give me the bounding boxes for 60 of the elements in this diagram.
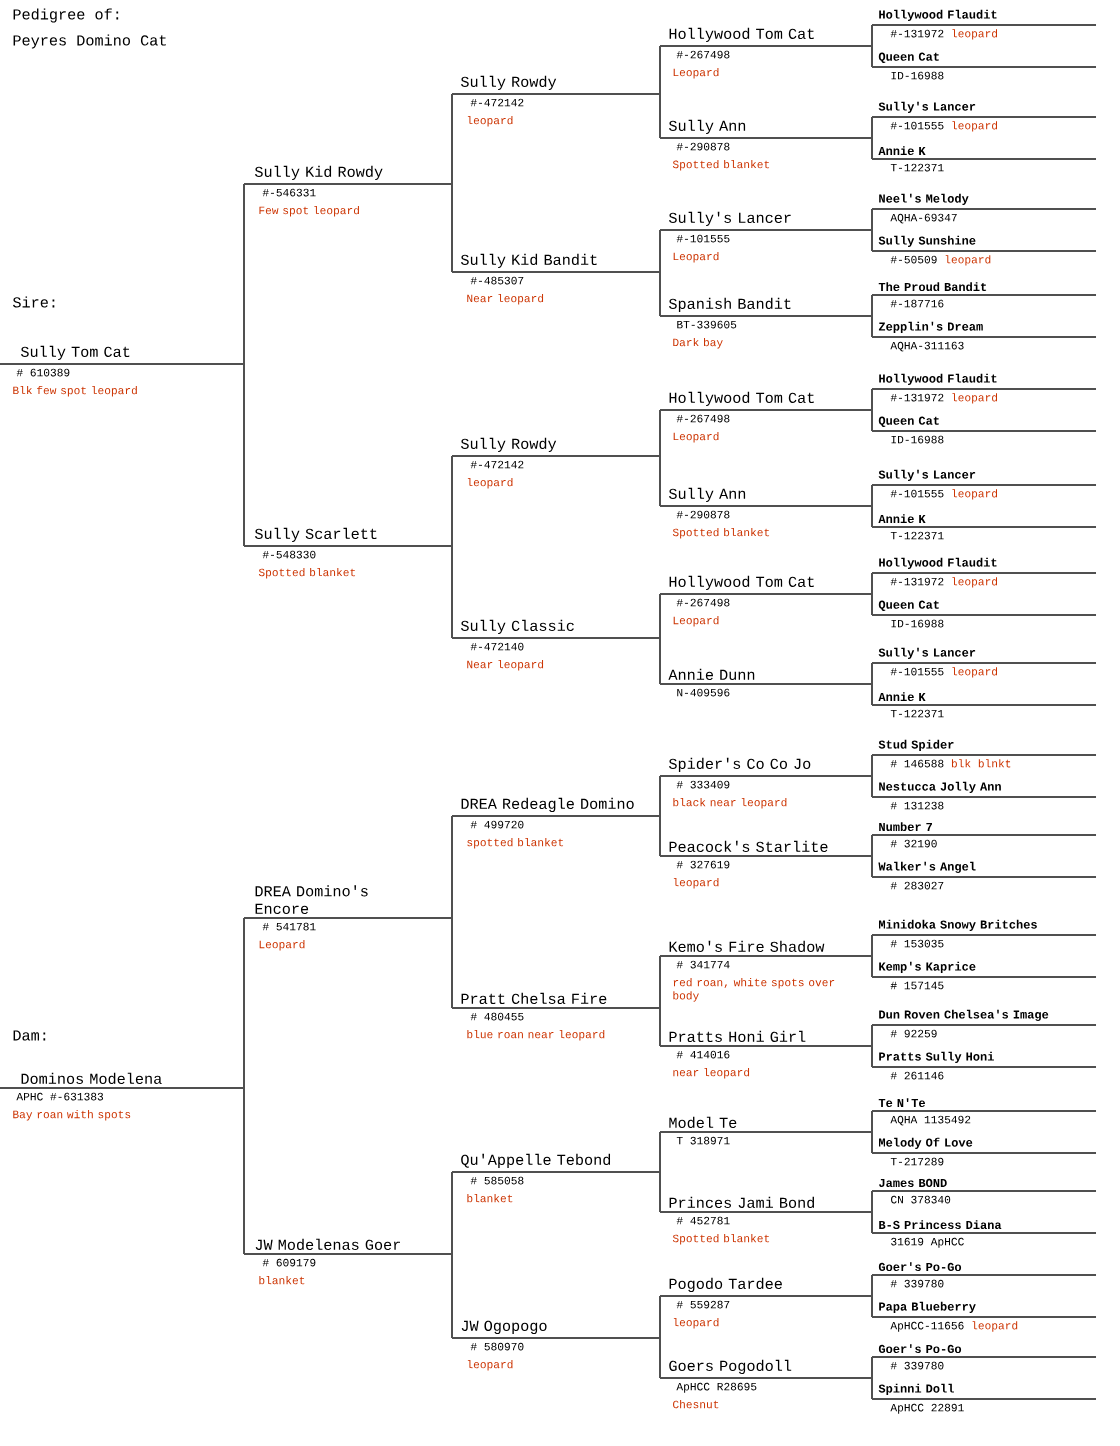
connector-line <box>871 208 873 231</box>
connector-line <box>871 229 873 252</box>
connector-line <box>871 116 873 139</box>
connector-line <box>659 955 661 1009</box>
connector-line <box>451 93 453 185</box>
connector-line <box>659 1131 661 1173</box>
connector-line <box>871 834 873 857</box>
connector-line <box>871 388 873 411</box>
connector-line <box>451 917 453 1009</box>
connector-line <box>871 934 873 957</box>
connector-line <box>871 1190 873 1213</box>
connector-line <box>659 593 661 639</box>
connector-line <box>243 363 245 547</box>
connector-line <box>659 1337 661 1379</box>
connector-line <box>871 1024 873 1047</box>
connector-line <box>451 545 453 639</box>
connector-line <box>243 1087 245 1255</box>
connector-line <box>451 183 453 273</box>
connector-line <box>871 593 873 616</box>
connector-line <box>871 24 873 47</box>
connector-line <box>451 815 453 919</box>
connector-line <box>659 409 661 457</box>
connector-line <box>871 1377 873 1400</box>
connector-line <box>871 137 873 160</box>
connector-line <box>871 662 873 685</box>
connector-line <box>871 409 873 432</box>
connector-line <box>659 271 661 317</box>
connector-line <box>871 955 873 978</box>
connector-line <box>871 315 873 338</box>
connector-line <box>659 1171 661 1213</box>
connector-line <box>451 1253 453 1339</box>
connector-line <box>871 1274 873 1297</box>
connector-line <box>871 45 873 68</box>
connector-line <box>871 294 873 317</box>
connector-line <box>871 775 873 798</box>
connector-line <box>871 1045 873 1068</box>
connector-line <box>659 229 661 273</box>
connector-line <box>871 484 873 507</box>
connector-line <box>659 45 661 95</box>
connector-line <box>243 917 245 1089</box>
connector-line <box>659 1295 661 1339</box>
connector-line <box>659 93 661 139</box>
connector-line <box>243 183 245 365</box>
connector-line <box>871 1356 873 1379</box>
connector-line <box>871 505 873 528</box>
connector-line <box>871 855 873 878</box>
connector-line <box>871 1295 873 1318</box>
connector-line <box>871 1131 873 1154</box>
connector-line <box>871 572 873 595</box>
connector-line <box>659 815 661 857</box>
connector-line <box>659 637 661 685</box>
connector-line <box>871 1211 873 1234</box>
connector-line <box>659 1007 661 1047</box>
connector-line <box>871 683 873 706</box>
connector-line <box>871 1110 873 1133</box>
connector-line <box>871 754 873 777</box>
connector-line <box>659 455 661 507</box>
connector-line <box>451 455 453 547</box>
connector-line <box>659 775 661 817</box>
connector-line <box>451 1171 453 1255</box>
